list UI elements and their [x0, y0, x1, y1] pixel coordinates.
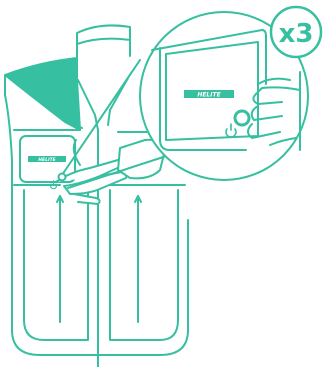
repeat-badge-text: x3	[279, 19, 314, 49]
large-hand	[247, 71, 301, 151]
vest-lapel-right	[107, 77, 129, 126]
vest-pocket-right	[109, 189, 179, 341]
zoom-content	[151, 29, 301, 151]
vest-collar	[76, 24, 131, 59]
vest-outline	[4, 74, 189, 356]
power-button-large[interactable]	[233, 109, 251, 127]
vest-pocket-left	[23, 189, 89, 341]
repeat-badge: x3	[269, 5, 323, 59]
brand-label-large: HELITE	[184, 90, 234, 99]
brand-text-large: HELITE	[197, 92, 221, 99]
power-icon-small	[49, 180, 58, 190]
power-button-small[interactable]	[57, 172, 67, 182]
brand-text-small: HELITE	[38, 157, 56, 163]
power-icon	[225, 123, 237, 138]
vest-left-shoulder	[4, 57, 81, 131]
vest-lapel-left	[77, 79, 99, 131]
zoom-connector-top	[61, 59, 141, 176]
brand-label-small: HELITE	[28, 156, 66, 163]
